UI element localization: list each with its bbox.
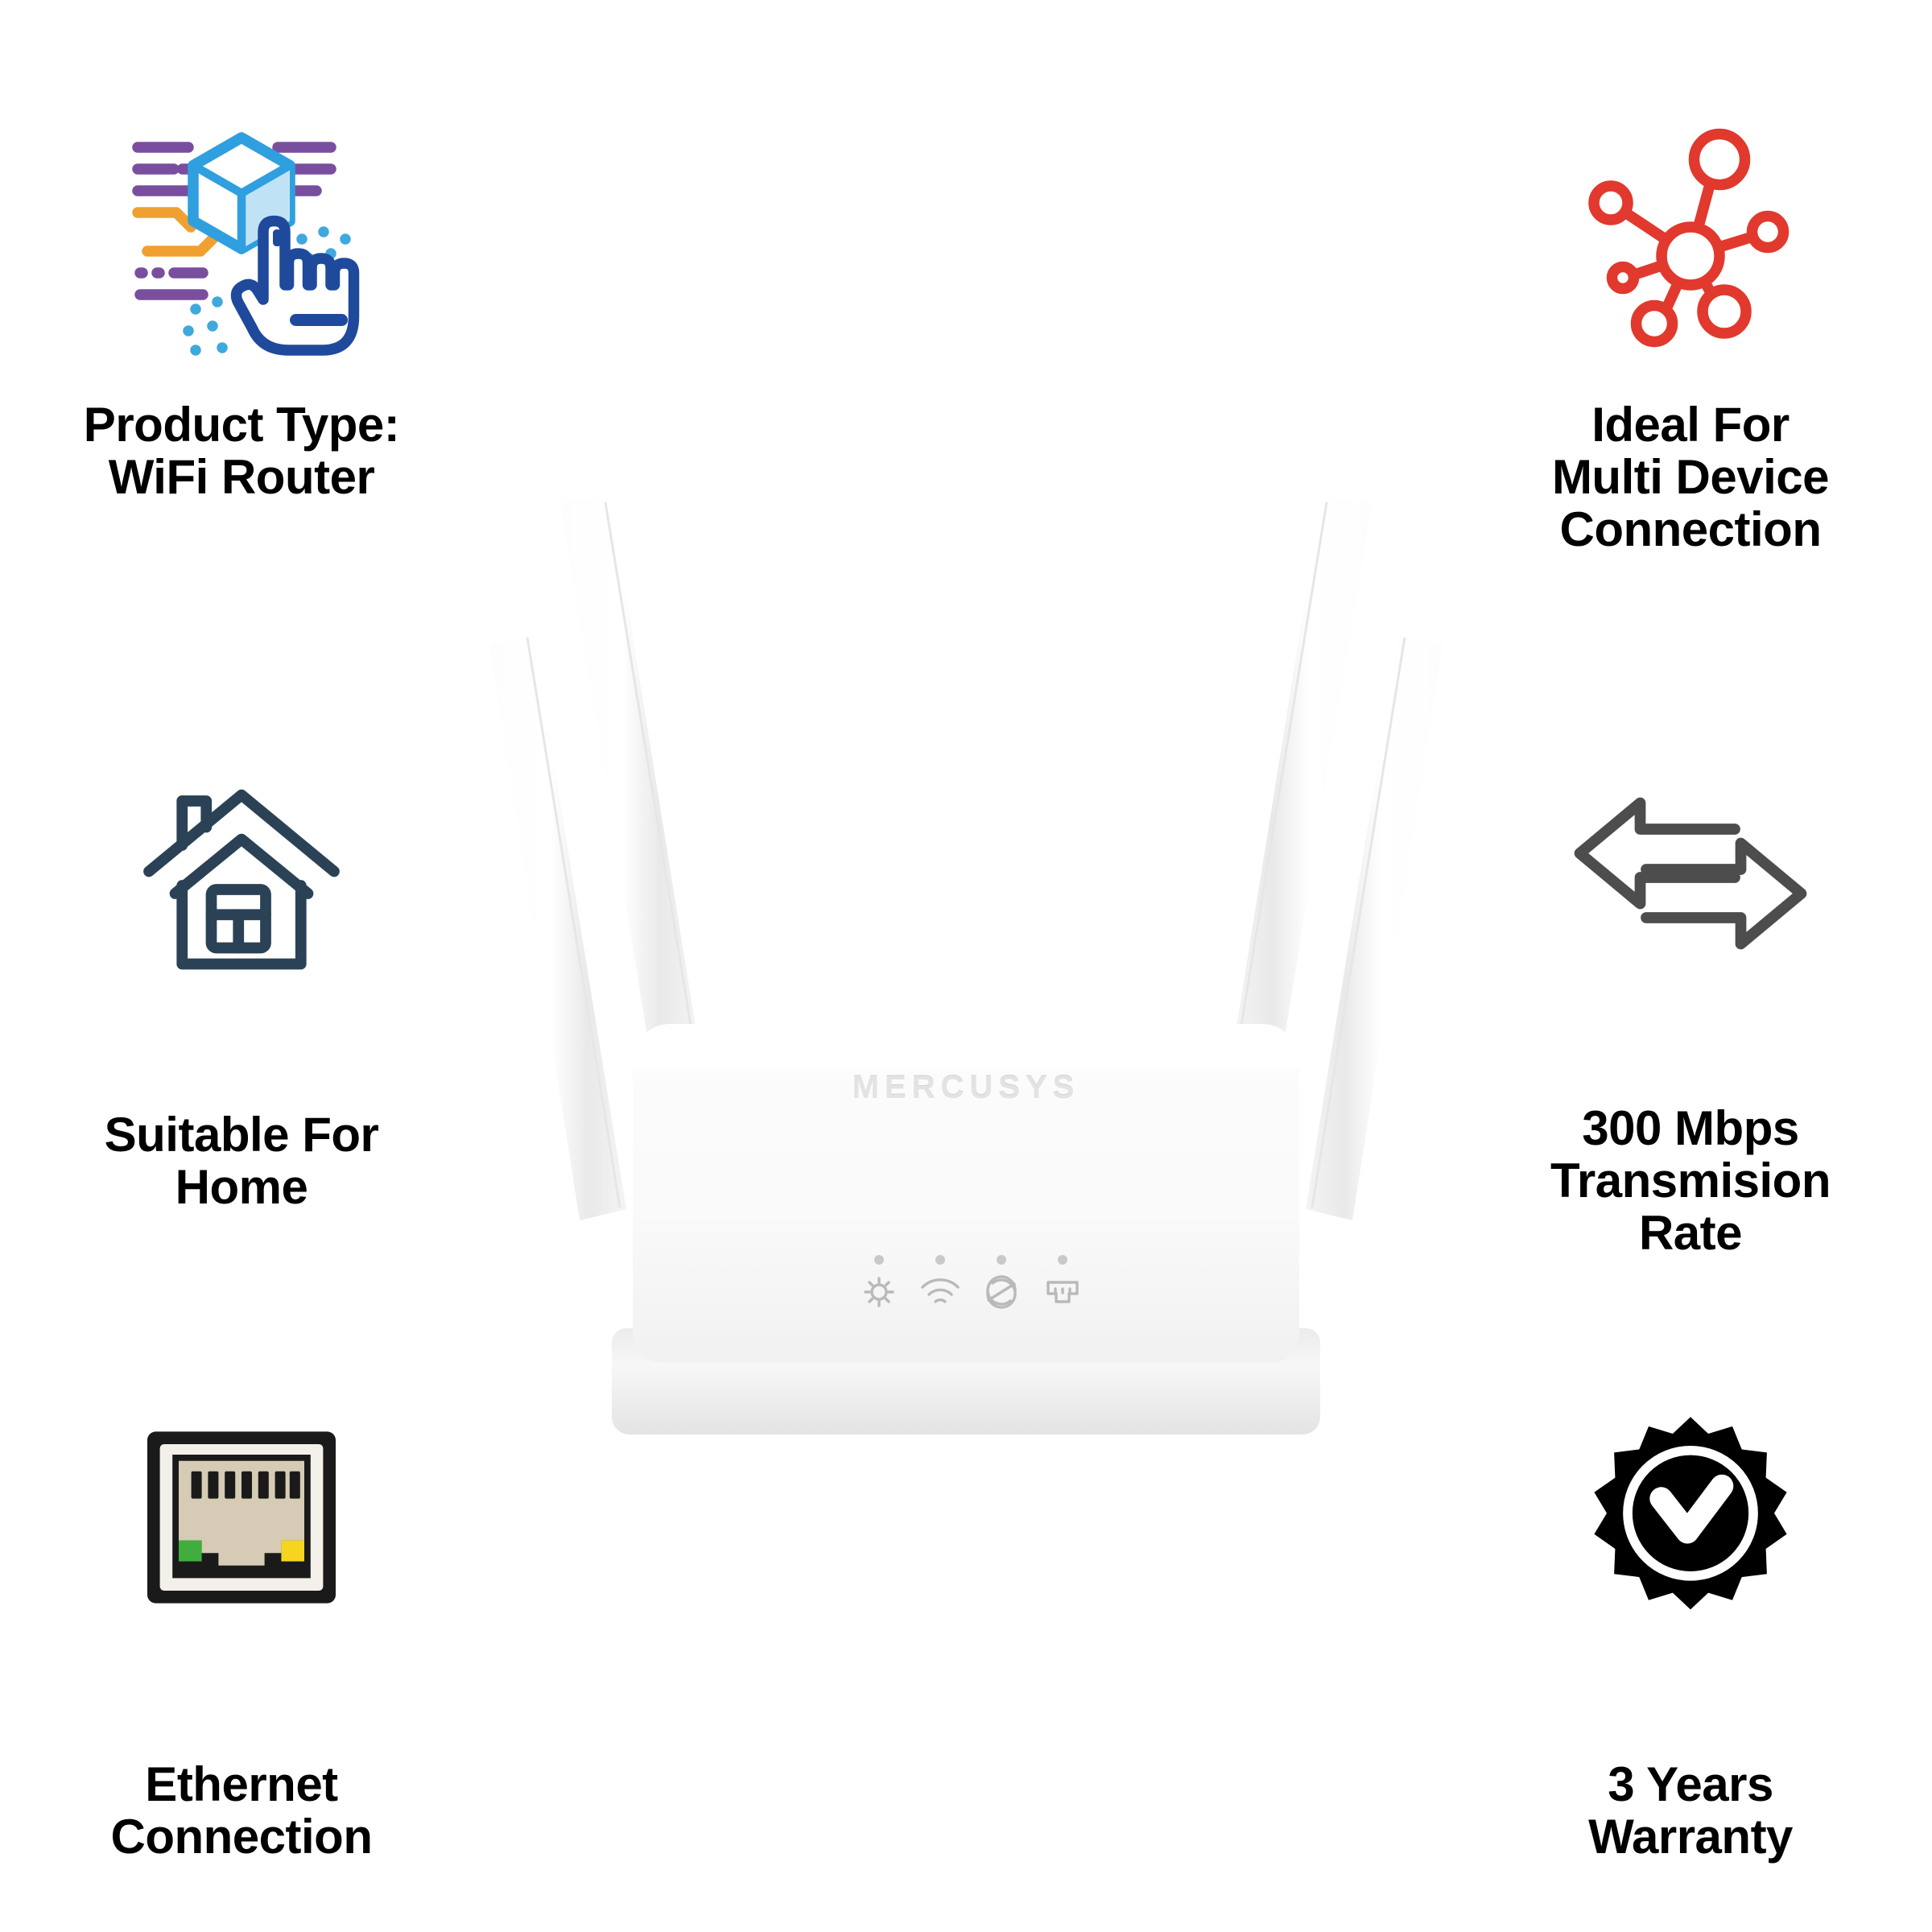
power-led-glyph [864, 1277, 894, 1307]
led-yellow [281, 1540, 304, 1562]
internet-led-glyph [986, 1275, 1017, 1309]
verified-badge-icon [1586, 1413, 1795, 1622]
antenna-inner-left [560, 497, 699, 1056]
lan-led-glyph [1046, 1281, 1079, 1303]
feature-warranty: 3 Years Warranty [1465, 1413, 1916, 1864]
product-image-router: MERCUSYS [483, 483, 1449, 1489]
check-mark [1649, 1474, 1734, 1544]
router-body [633, 1024, 1299, 1362]
feature-speed: 300 Mbps Transmision Rate [1465, 773, 1916, 1259]
led-green [179, 1540, 202, 1562]
transfer-arrows-icon [1570, 773, 1811, 974]
network-nodes-icon [1570, 121, 1811, 362]
antenna-inner-right [1233, 497, 1372, 1056]
feature-product-type-label: Product Type: WiFi Router [83, 398, 400, 504]
feature-ethernet-label: Ethernet Connection [110, 1757, 373, 1864]
feature-ethernet: Ethernet Connection [16, 1413, 467, 1864]
led-glyph-row [864, 1275, 1079, 1309]
house-icon [141, 773, 342, 974]
antenna-far-left [489, 634, 626, 1220]
feature-multi-device: Ideal For Multi Device Connection [1465, 121, 1916, 555]
feature-multi-device-label: Ideal For Multi Device Connection [1551, 398, 1830, 556]
feature-suitable-home: Suitable For Home [16, 773, 467, 1214]
wifi-led-glyph [921, 1278, 960, 1303]
feature-product-type: Product Type: WiFi Router [16, 121, 467, 504]
product-selection-icon [121, 121, 362, 362]
feature-speed-label: 300 Mbps Transmision Rate [1550, 1101, 1831, 1260]
feature-suitable-home-label: Suitable For Home [104, 1108, 379, 1214]
feature-warranty-label: 3 Years Warranty [1588, 1757, 1793, 1864]
led-dot-row [874, 1255, 1067, 1265]
antenna-far-right [1306, 634, 1443, 1220]
rj45-port-icon [137, 1413, 346, 1622]
